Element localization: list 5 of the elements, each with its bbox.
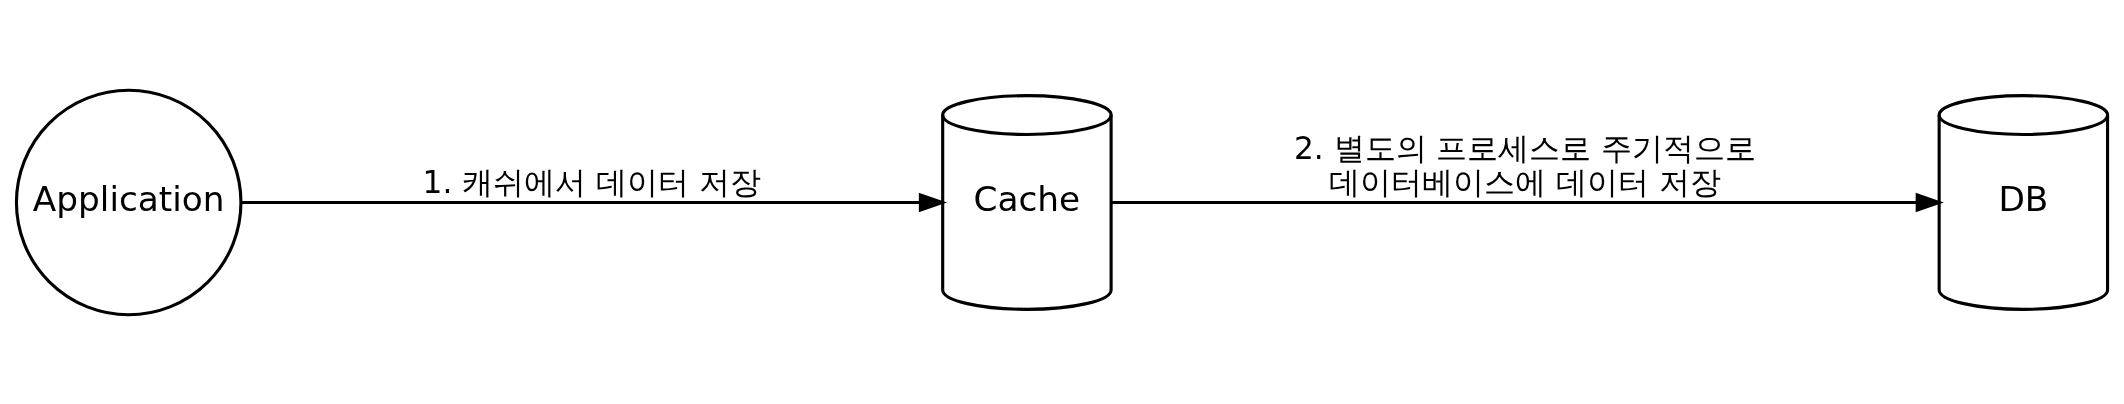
edge-label: 1. 캐쉬에서 데이터 저장 (422, 163, 762, 200)
arrow (1111, 192, 1944, 212)
node-circle: Application (14, 88, 243, 316)
edge-label: 2. 별도의 프로세스로 주기적으로 데이터베이스에 데이터 저장 (1293, 129, 1757, 200)
arrow (241, 192, 947, 212)
